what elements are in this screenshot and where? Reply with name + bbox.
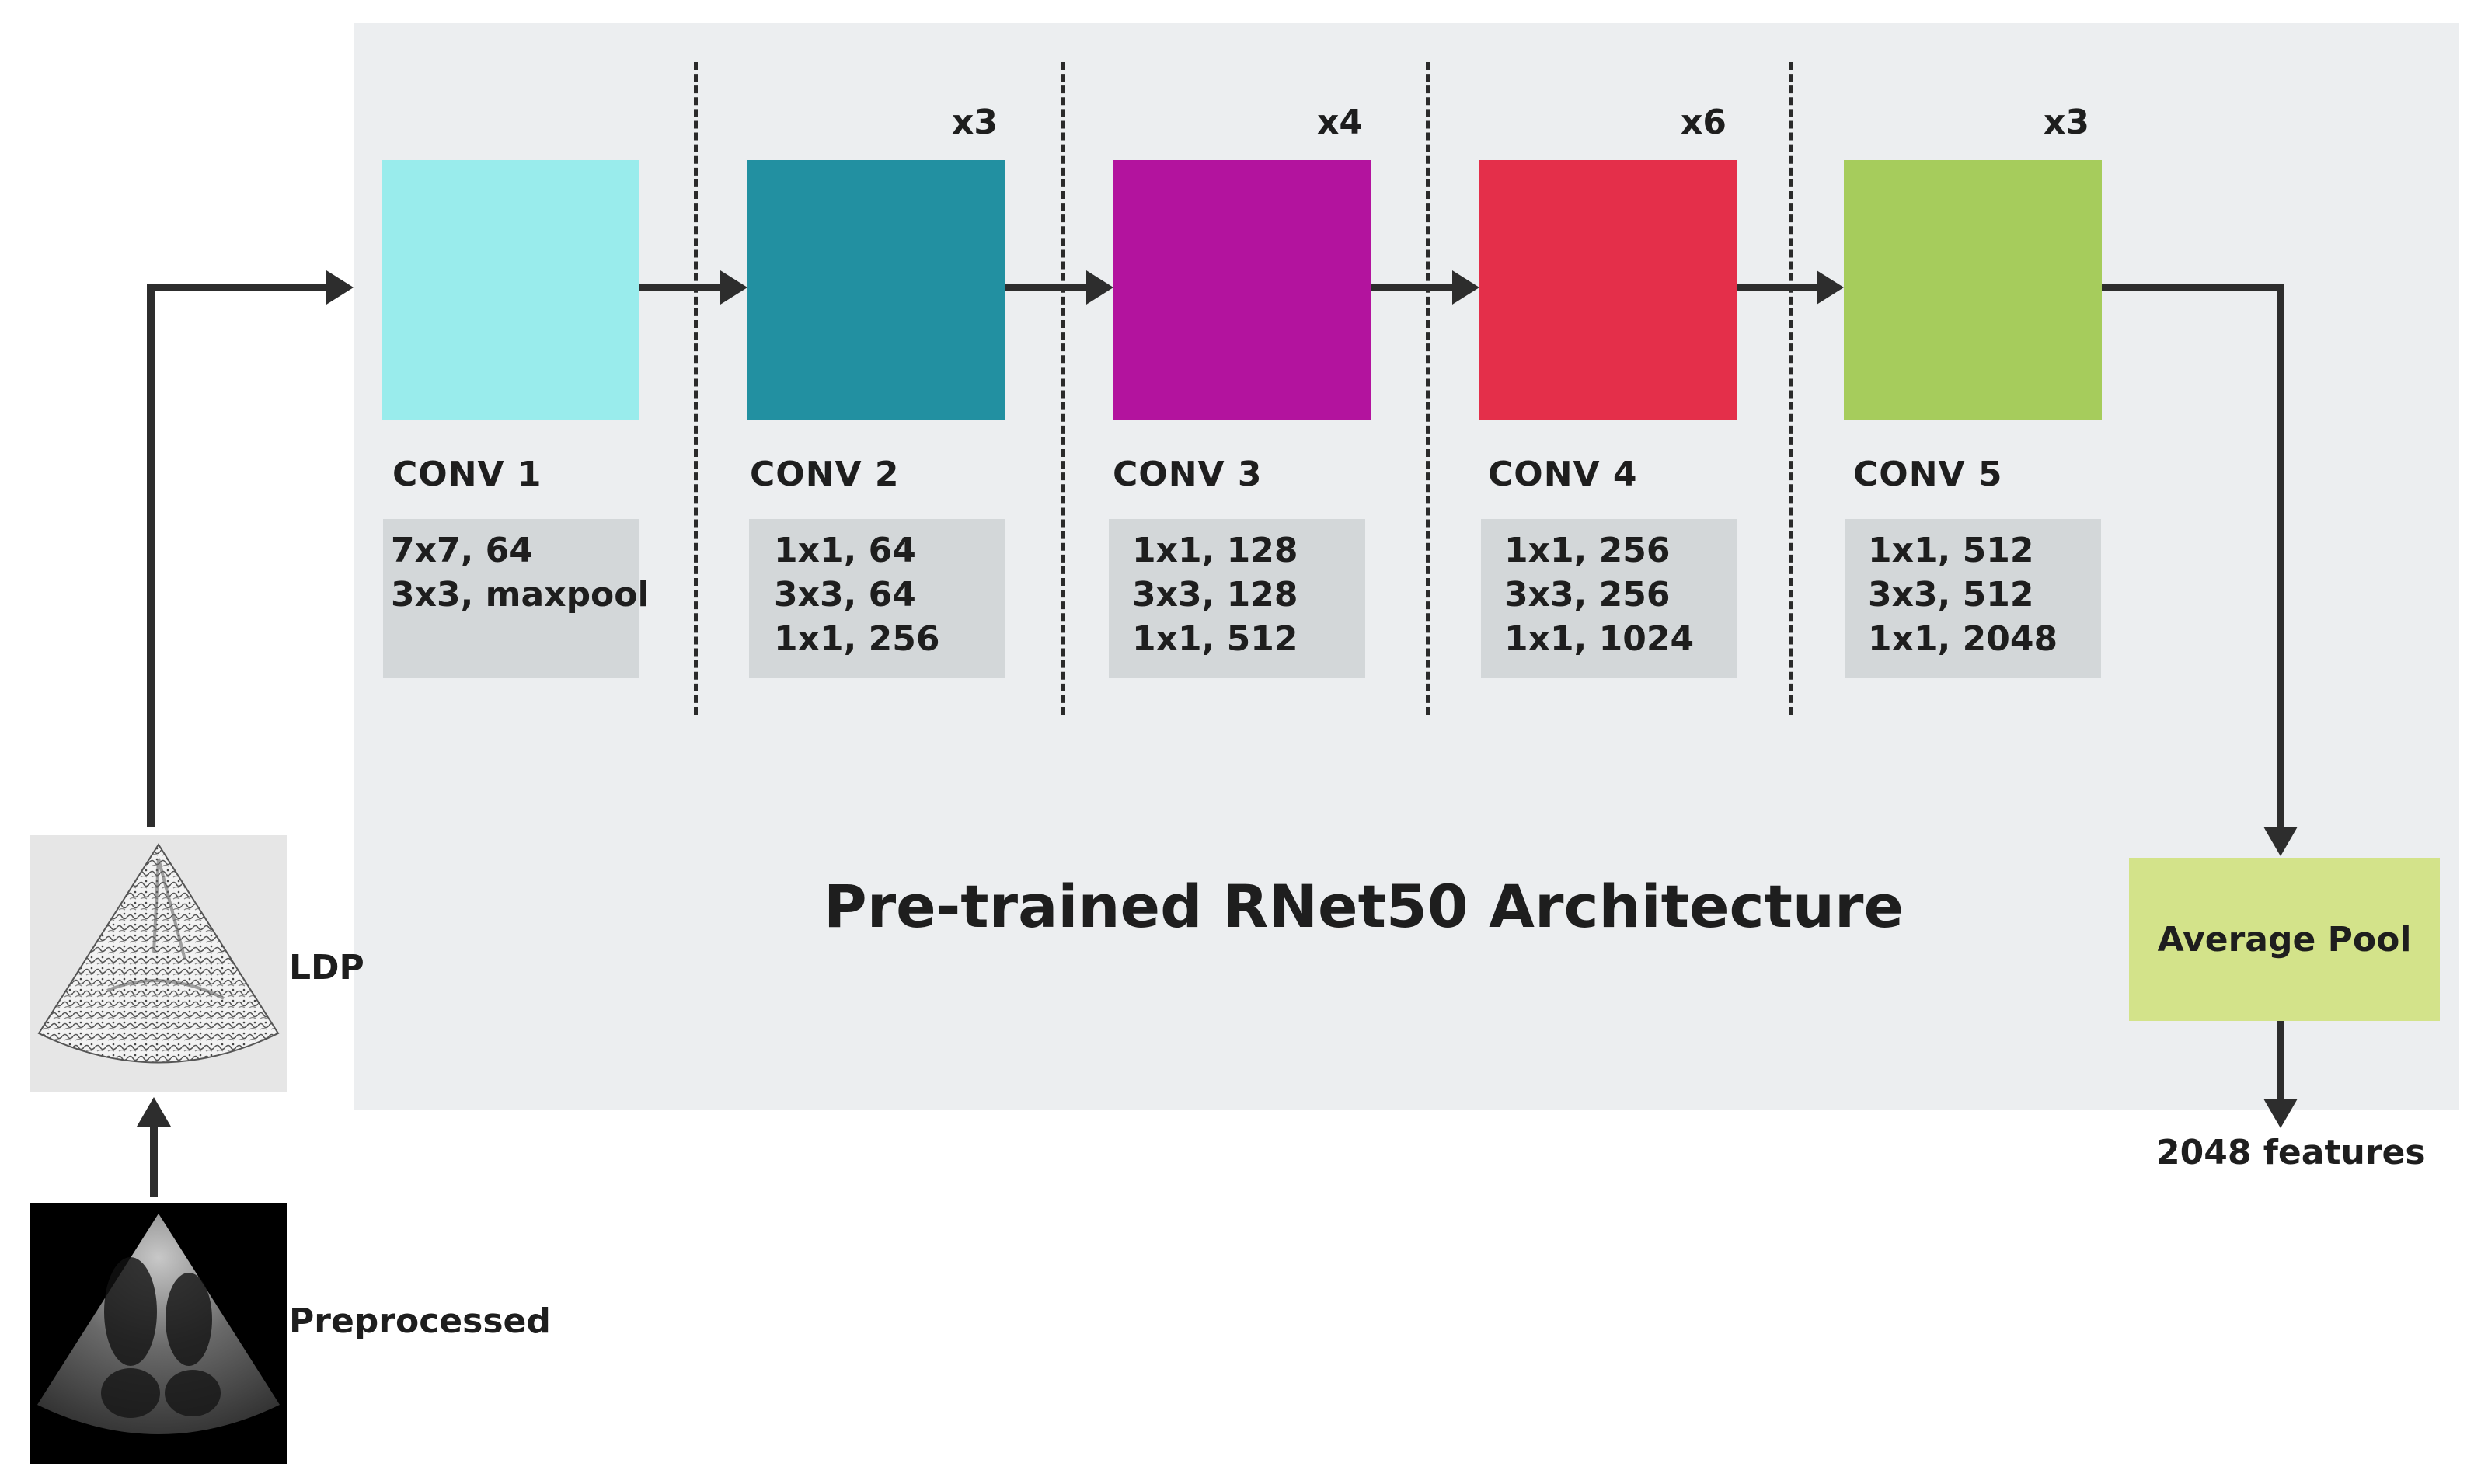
architecture-caption: Pre-trained RNet50 Architecture (824, 872, 1904, 941)
stage-divider (694, 62, 698, 715)
preprocessed-label: Preprocessed (289, 1301, 551, 1341)
output-features-label: 2048 features (2156, 1133, 2426, 1172)
conv5-multiplier: x3 (2044, 103, 2089, 142)
conv5-spec-line: 1x1, 512 (1868, 531, 2034, 570)
conv2-multiplier: x3 (952, 103, 998, 142)
conv2-spec: 1x1, 64 3x3, 64 1x1, 256 (749, 519, 1005, 678)
conv4-block (1479, 160, 1737, 420)
arrowhead (720, 270, 747, 305)
arrowhead (1452, 270, 1479, 305)
conv5-spec-line: 1x1, 2048 (1868, 619, 2058, 659)
conv4-spec: 1x1, 256 3x3, 256 1x1, 1024 (1481, 519, 1737, 678)
conv5-label: CONV 5 (1853, 455, 2003, 494)
conv3-spec: 1x1, 128 3x3, 128 1x1, 512 (1109, 519, 1365, 678)
conv4-label: CONV 4 (1488, 455, 1638, 494)
conv4-multiplier: x6 (1681, 103, 1727, 142)
ldp-image (30, 835, 287, 1092)
arrowhead (1086, 270, 1113, 305)
conv4-spec-line: 1x1, 256 (1504, 531, 1671, 570)
conv4-spec-line: 3x3, 256 (1504, 575, 1671, 615)
conv3-spec-line: 1x1, 128 (1132, 531, 1298, 570)
conv4-spec-line: 1x1, 1024 (1504, 619, 1695, 659)
conv1-spec-line: 7x7, 64 (391, 531, 533, 570)
average-pool-label: Average Pool (2157, 919, 2412, 960)
conv2-label: CONV 2 (750, 455, 900, 494)
stage-divider (1426, 62, 1430, 715)
conv5-spec-line: 3x3, 512 (1868, 575, 2034, 615)
conv3-spec-line: 1x1, 512 (1132, 619, 1298, 659)
conv1-label: CONV 1 (392, 455, 542, 494)
conv1-spec-line: 3x3, maxpool (391, 575, 650, 615)
conv3-label: CONV 3 (1113, 455, 1263, 494)
preprocessed-image (30, 1203, 287, 1464)
conv5-to-pool-connector (2102, 284, 2284, 831)
arrowhead (1817, 270, 1844, 305)
arrowhead (137, 1097, 171, 1127)
conv5-spec: 1x1, 512 3x3, 512 1x1, 2048 (1845, 519, 2101, 678)
conv1-block (382, 160, 639, 420)
architecture-panel (354, 23, 2459, 1110)
conv5-block (1844, 160, 2102, 420)
average-pool-block: Average Pool (2129, 858, 2440, 1021)
ldp-texture (37, 843, 280, 1064)
stage-divider (1789, 62, 1793, 715)
ldp-label: LDP (289, 948, 364, 988)
arrowhead (326, 270, 354, 305)
conv3-multiplier: x4 (1317, 103, 1363, 142)
conv3-spec-line: 3x3, 128 (1132, 575, 1298, 615)
arrowhead (2263, 1099, 2298, 1128)
input-connector (147, 284, 330, 827)
conv2-spec-line: 1x1, 256 (774, 619, 940, 659)
arrowhead (2263, 827, 2298, 856)
conv2-spec-line: 1x1, 64 (774, 531, 916, 570)
conv3-block (1113, 160, 1371, 420)
conv2-block (747, 160, 1005, 420)
conv1-spec: 7x7, 64 3x3, maxpool (383, 519, 650, 678)
conv2-spec-line: 3x3, 64 (774, 575, 916, 615)
stage-divider (1061, 62, 1065, 715)
preprocessed-echo (30, 1203, 287, 1464)
